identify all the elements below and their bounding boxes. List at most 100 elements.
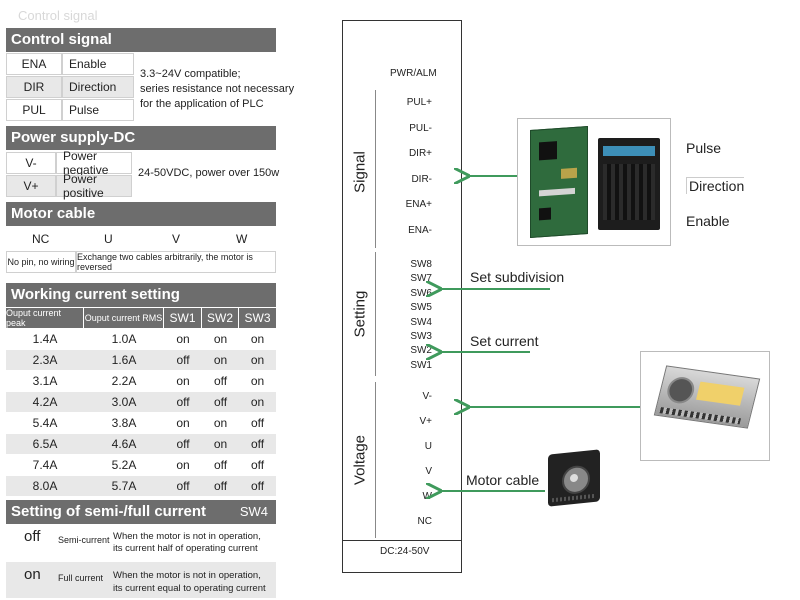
table-cell: 1.6A [111, 353, 137, 367]
table-cell: 1.0A [111, 332, 137, 346]
table-cell: 2.3A [32, 353, 58, 367]
switch-label: SW3 [410, 331, 432, 342]
full-desc-2: its current equal to operating current [113, 583, 266, 594]
semi-full-switch: SW4 [239, 504, 268, 519]
table-cell: off [250, 437, 265, 451]
semi-full-title: Setting of semi-/full current SW4 [6, 500, 276, 524]
stepper-motor-image [548, 449, 600, 507]
motor-cable-nc-note: No pin, no wiring [6, 251, 76, 273]
table-cell: 1.4A [32, 332, 58, 346]
signal-pin-label: ENA+ [405, 199, 432, 211]
col-header-sw3: SW3 [239, 308, 276, 328]
table-cell: on [213, 332, 228, 346]
set-subdivision-label: Set subdivision [470, 269, 565, 285]
table-cell: 3.8A [111, 416, 137, 430]
signal-pin-label: PUL+ [406, 97, 432, 108]
col-header-peak: Ouput current peak [6, 308, 84, 328]
power-name: Power negative [56, 149, 132, 177]
table-cell: 7.4A [32, 458, 58, 472]
semi-state: off [24, 528, 41, 545]
switch-label: SW7 [410, 273, 432, 285]
pcb-board-image [530, 125, 588, 239]
signal-name: Enable [62, 53, 134, 75]
divider [375, 90, 376, 248]
table-cell: off [213, 458, 228, 472]
legend-direction: Direction [686, 177, 745, 194]
watermark: Control signal [18, 8, 98, 23]
table-cell: off [250, 458, 265, 472]
switch-label: SW8 [410, 259, 432, 270]
table-cell: 3.1A [32, 374, 58, 388]
driver-box [342, 20, 462, 573]
table-cell: on [213, 353, 228, 367]
table-cell: on [213, 437, 228, 451]
table-cell: 5.4A [32, 416, 58, 430]
table-cell: on [176, 416, 190, 430]
legend-enable: Enable [686, 213, 730, 229]
plc-image [598, 138, 660, 230]
motor-cable-uvw-note: Exchange two cables arbitrarily, the mot… [76, 251, 276, 273]
full-row-bg [6, 562, 276, 598]
switch-label: SW1 [410, 359, 432, 371]
col-header-sw1: SW1 [164, 308, 202, 328]
signal-pin-label: PUL- [409, 122, 432, 134]
signal-pin-label: DIR- [411, 173, 432, 185]
signal-code: DIR [6, 76, 62, 98]
power-code: V- [6, 152, 56, 174]
motor-cable-header-nc: NC [32, 232, 50, 246]
table-cell: on [250, 332, 265, 346]
motor-cable-header-v: V [172, 232, 181, 246]
table-cell: on [250, 374, 265, 388]
table-cell: off [213, 374, 228, 388]
legend-pulse: Pulse [686, 140, 722, 156]
motor-cable-header-w: W [236, 232, 248, 246]
power-pin-label: V+ [419, 416, 432, 427]
switch-label: SW4 [410, 316, 432, 328]
pwr-alm-label: PWR/ALM [390, 68, 437, 79]
power-pin-label: U [424, 441, 432, 452]
table-cell: on [250, 353, 265, 367]
semi-desc-1: When the motor is not in operation, [113, 531, 261, 542]
signal-name: Pulse [62, 99, 134, 121]
power-supply-title: Power supply-DC [6, 126, 276, 150]
table-cell: off [176, 353, 190, 367]
divider [375, 252, 376, 376]
control-signal-title: Control signal [6, 28, 276, 52]
table-cell: 6.5A [32, 437, 58, 451]
table-row: 1.4A 1.0A on on on [6, 329, 276, 349]
signal-name: Direction [62, 76, 134, 98]
full-state: on [24, 566, 41, 583]
table-cell: 8.0A [32, 479, 58, 493]
semi-mode: Semi-current [58, 535, 110, 545]
signal-pin-label: DIR+ [408, 148, 432, 160]
table-cell: 2.2A [111, 374, 137, 388]
table-cell: 5.7A [111, 479, 137, 493]
table-cell: 4.2A [32, 395, 58, 409]
table-cell: off [213, 479, 228, 493]
table-cell: off [250, 479, 265, 493]
table-cell: 4.6A [111, 437, 137, 451]
power-pin-label: V- [422, 391, 432, 402]
control-signal-note-1: 3.3~24V compatible; [140, 68, 241, 80]
table-cell: off [213, 395, 228, 409]
power-pin-label: V [425, 466, 432, 477]
control-signal-note-3: for the application of PLC [140, 98, 264, 110]
table-cell: off [250, 416, 265, 430]
signal-pin-label: ENA- [408, 225, 432, 236]
divider [375, 382, 376, 538]
table-cell: on [176, 332, 190, 346]
switch-label: SW5 [410, 302, 432, 314]
switch-label: SW6 [410, 287, 432, 299]
table-cell: 5.2A [111, 458, 137, 472]
col-header-sw2: SW2 [202, 308, 239, 328]
table-cell: on [176, 374, 190, 388]
full-desc-1: When the motor is not in operation, [113, 570, 261, 581]
signal-code: PUL [6, 99, 62, 121]
semi-full-title-text: Setting of semi-/full current [11, 503, 207, 520]
